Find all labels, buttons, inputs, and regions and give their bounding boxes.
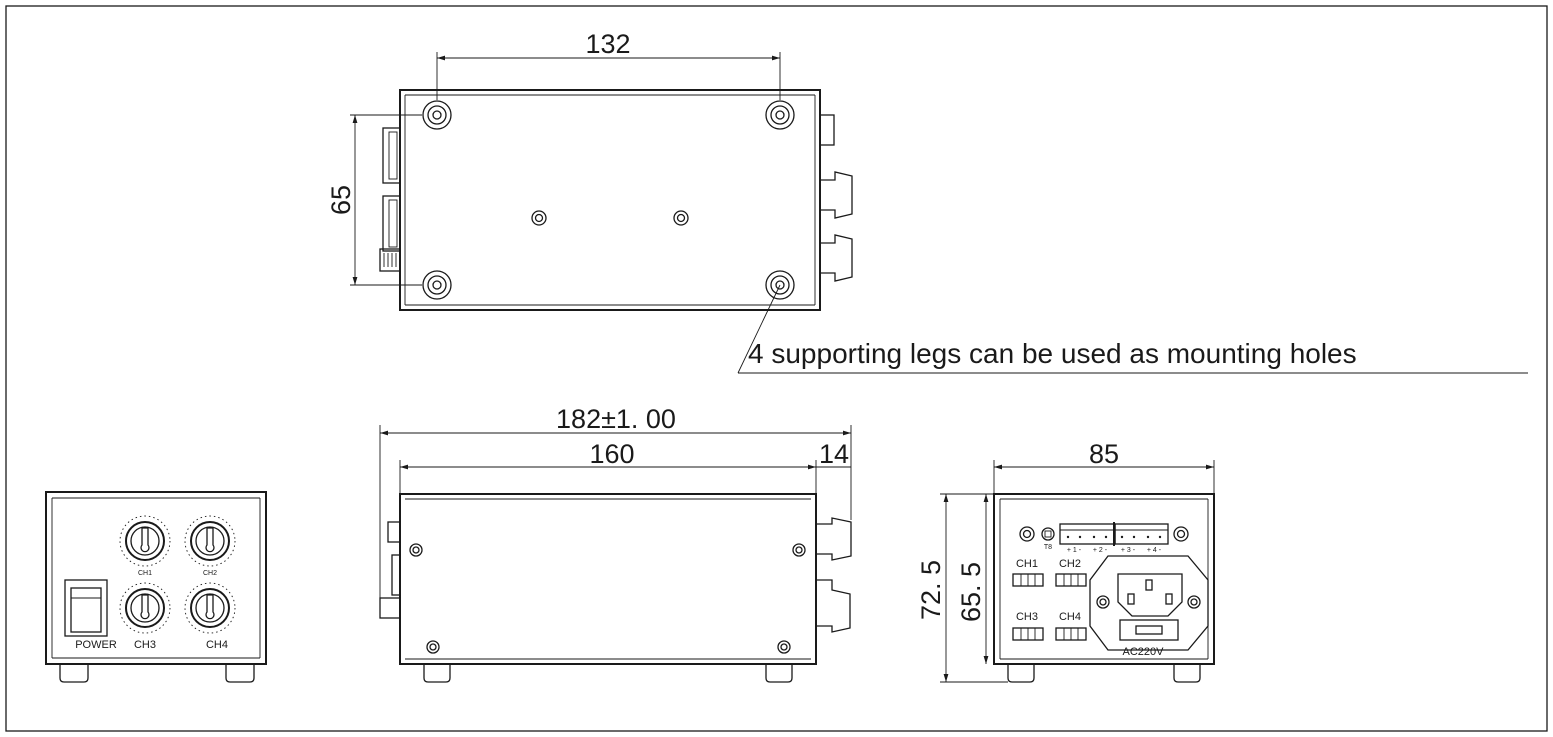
rear-ch3-connector xyxy=(1012,627,1044,641)
rear-ch1-connector xyxy=(1012,573,1044,587)
power-label: POWER xyxy=(75,639,117,651)
top-knob-1 xyxy=(819,171,853,219)
knob-ch1-label: CH1 xyxy=(138,570,152,577)
front-panel-body xyxy=(45,491,267,665)
fuse-holder xyxy=(1119,619,1179,641)
terminal-label-3: + 3 - xyxy=(1121,547,1136,554)
terminal-label-2: + 2 - xyxy=(1093,547,1108,554)
side-view: 182±1. 00 160 14 xyxy=(379,404,852,683)
rear-ch4-label: CH4 xyxy=(1059,611,1081,623)
dim-top-hole-depth: 65 xyxy=(326,185,356,215)
top-view-body xyxy=(399,89,821,311)
knob-ch2 xyxy=(184,515,236,567)
rear-ch3-label: CH3 xyxy=(1016,611,1038,623)
ac-inlet-flange xyxy=(1089,555,1209,651)
mounting-leg-holes xyxy=(422,100,795,300)
top-view: 132 65 4 supporting legs can be used as … xyxy=(326,29,1528,374)
terminal-label-1: + 1 - xyxy=(1067,547,1082,554)
dim-width: 85 xyxy=(1089,439,1119,469)
knob-ch4 xyxy=(184,582,236,634)
terminal-block-1 xyxy=(1059,523,1116,545)
annotation-leader xyxy=(737,284,781,374)
rear-ch2-label: CH2 xyxy=(1059,558,1081,570)
ac-voltage-label: AC220V xyxy=(1123,646,1165,658)
knob-ch3 xyxy=(119,582,171,634)
drawing-frame xyxy=(5,5,1548,732)
side-knob-1 xyxy=(815,517,852,561)
dim-body-height: 65. 5 xyxy=(956,562,986,622)
knob-ch3-label: CH3 xyxy=(134,639,156,651)
dim-overall-length: 182±1. 00 xyxy=(556,404,676,434)
dim-overall-height: 72. 5 xyxy=(916,560,946,620)
front-view: POWER CH1 CH2 CH3 CH4 xyxy=(45,491,267,683)
mounting-note: 4 supporting legs can be used as mountin… xyxy=(748,338,1357,369)
knob-ch2-label: CH2 xyxy=(203,570,217,577)
dim-body-length: 160 xyxy=(589,439,634,469)
rear-ch1-label: CH1 xyxy=(1016,558,1038,570)
dim-knob-protrusion: 14 xyxy=(819,439,849,469)
rear-ch4-connector xyxy=(1055,627,1087,641)
rear-ch2-connector xyxy=(1055,573,1087,587)
ac-inlet-socket xyxy=(1117,573,1183,617)
knob-ch4-label: CH4 xyxy=(206,639,228,651)
side-view-body xyxy=(399,493,817,665)
rear-panel-body xyxy=(993,493,1215,665)
side-knob-2 xyxy=(815,579,851,633)
terminal-block-2 xyxy=(1114,523,1169,545)
rear-view: T8 + 1 - + 2 - + 3 - + 4 - CH1 CH2 CH3 C… xyxy=(916,439,1215,683)
terminal-label-4: + 4 - xyxy=(1147,547,1162,554)
top-knob-2 xyxy=(819,234,853,282)
dim-top-hole-spacing: 132 xyxy=(585,29,630,59)
fuse-label: T8 xyxy=(1044,544,1052,551)
power-switch xyxy=(64,579,108,637)
knob-ch1 xyxy=(119,515,171,567)
